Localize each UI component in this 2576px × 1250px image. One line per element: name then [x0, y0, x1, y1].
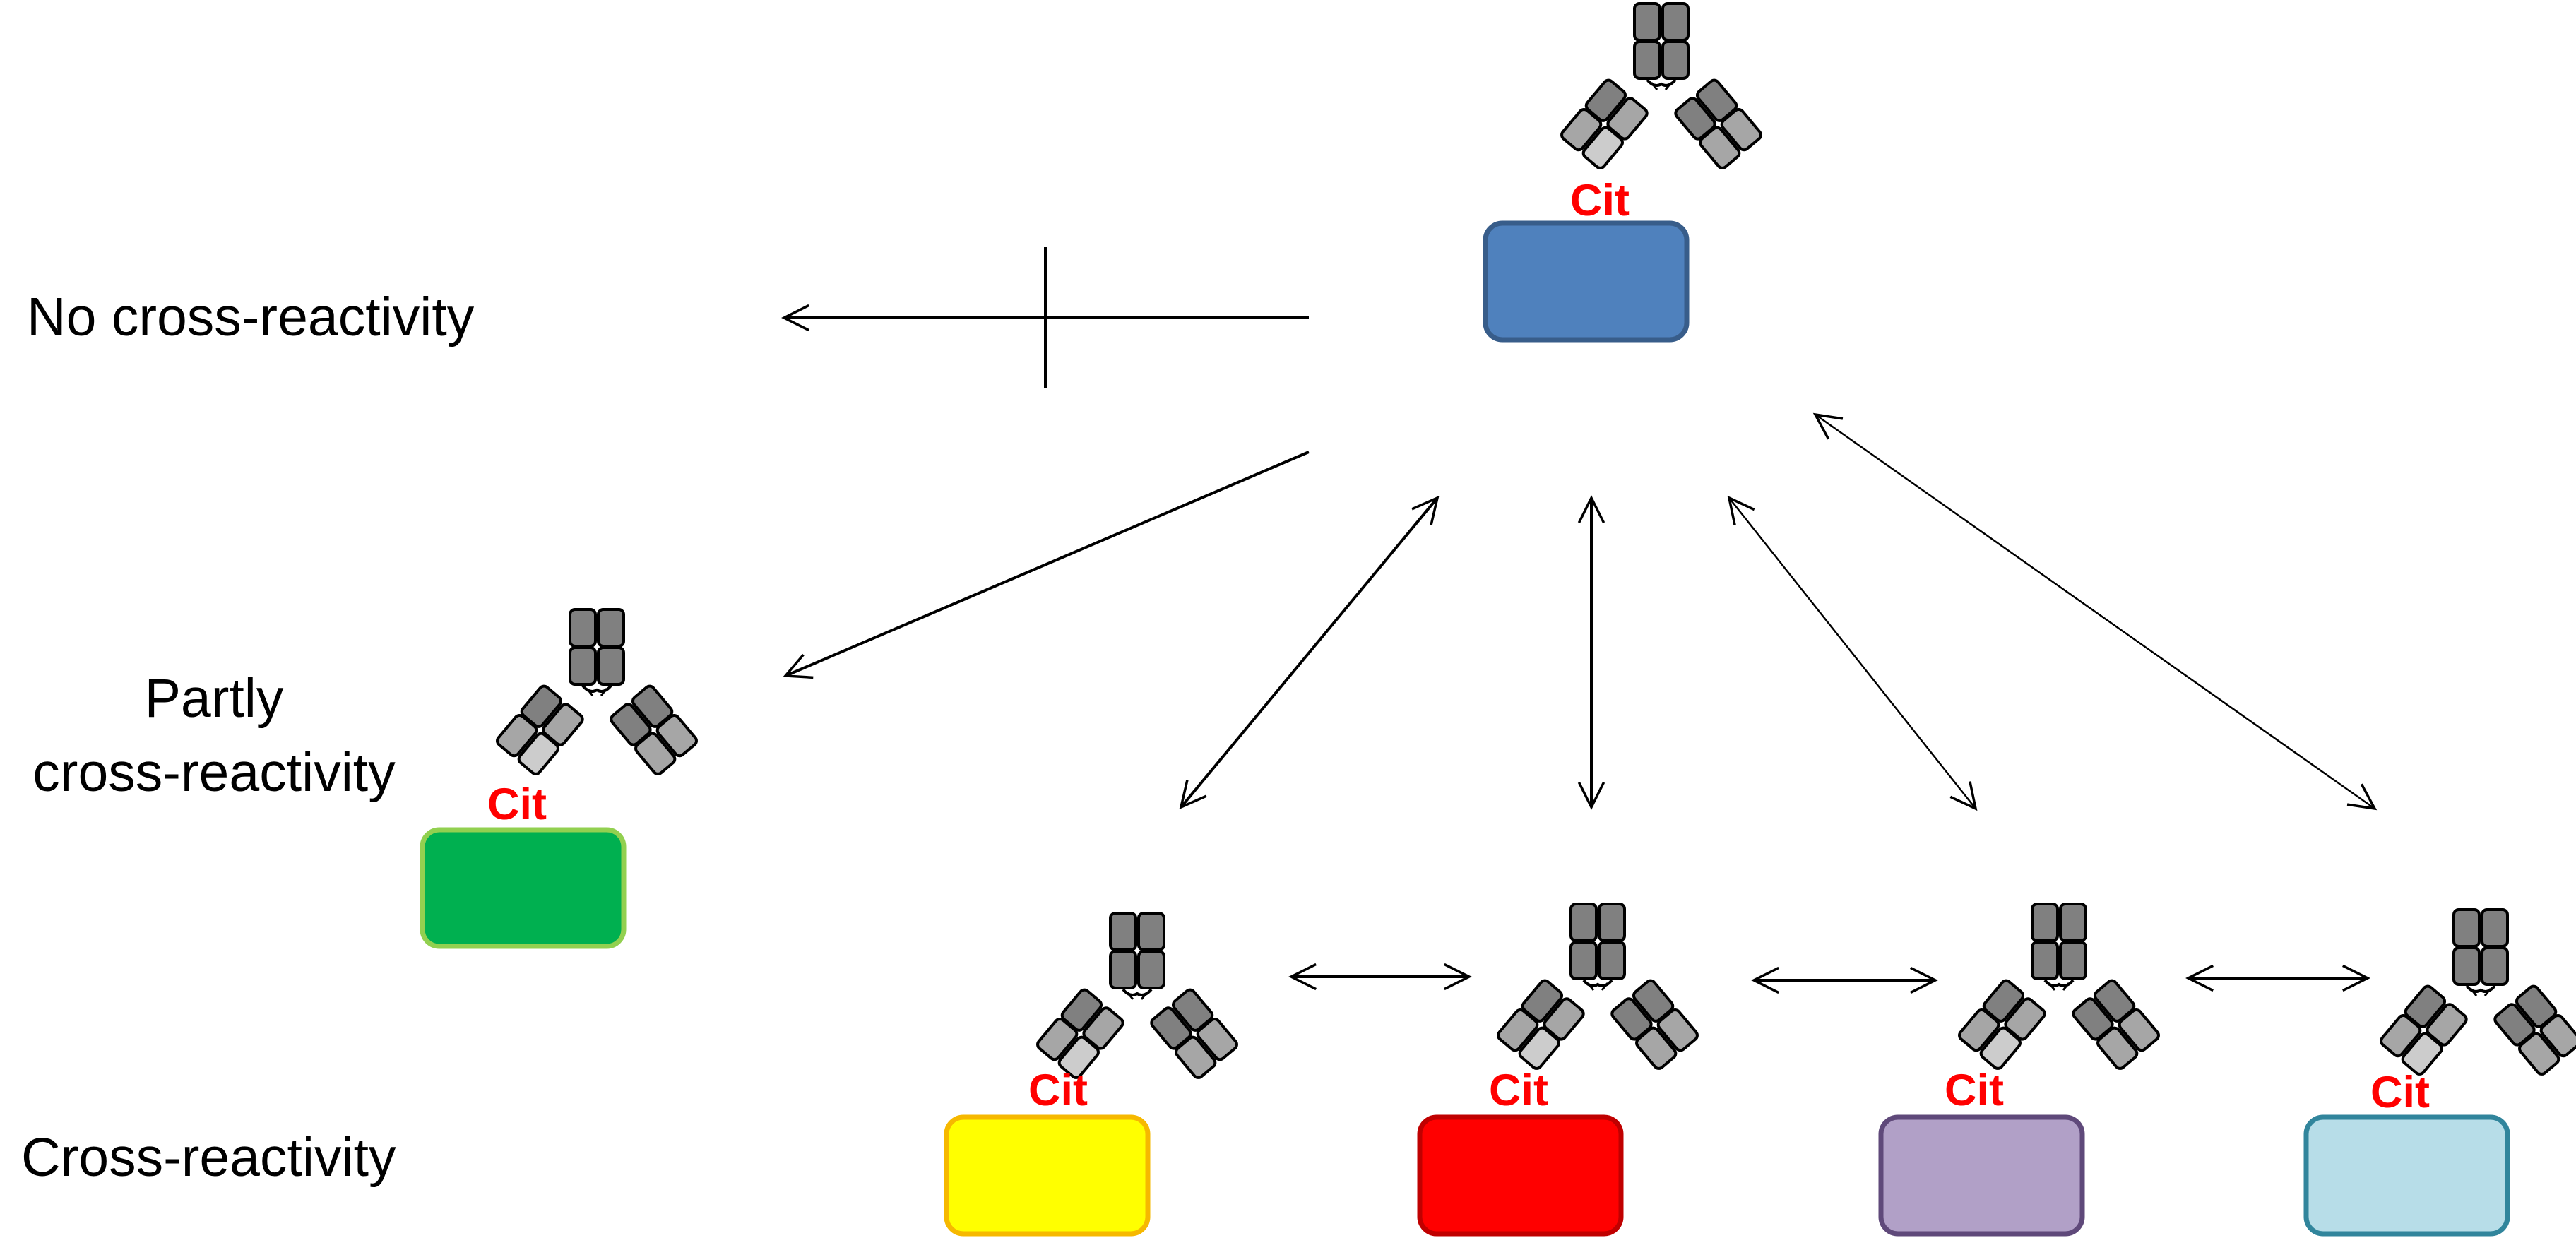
antigen-yellow-outline	[944, 1114, 1151, 1237]
antigen-blue-outline	[1483, 220, 1690, 343]
cit-label: Cit	[1945, 1066, 2004, 1115]
arrow-to-yellow	[1179, 495, 1440, 810]
cit-label: Cit	[1028, 1066, 1088, 1115]
antigen-group-green: Cit	[420, 608, 700, 949]
arrow-partly	[783, 451, 1310, 679]
antibody-icon	[1558, 2, 1764, 172]
antibody-icon	[1495, 903, 1701, 1072]
antigen-group-blue: Cit	[1483, 2, 1764, 343]
antibody-icon	[2378, 908, 2576, 1078]
antibody-icon	[1034, 912, 1240, 1081]
label-partly-line2: cross-reactivity	[32, 742, 396, 803]
arrow-to-lightblue	[1812, 412, 2378, 811]
antigen-group-purple: Cit	[1878, 903, 2162, 1237]
antigen-group-yellow: Cit	[944, 912, 1240, 1237]
cit-label: Cit	[1489, 1066, 1548, 1115]
label-no-cross-reactivity: No cross-reactivity	[27, 287, 475, 347]
cit-label: Cit	[487, 780, 547, 829]
cit-label: Cit	[1570, 176, 1630, 225]
arrow-to-purple	[1727, 495, 1978, 811]
arrows	[781, 247, 2378, 994]
antigen-group-red: Cit	[1417, 903, 1701, 1237]
label-partly-line1: Partly	[145, 668, 284, 729]
antigen-red	[1420, 1117, 1621, 1234]
antigen-group-lightblue: Cit	[2303, 908, 2576, 1237]
antigen-lightblue	[2306, 1117, 2507, 1234]
antibody-icon	[1956, 903, 2162, 1072]
antigen-purple-outline	[1878, 1114, 2085, 1237]
antibody-icon	[494, 608, 700, 778]
antigen-yellow	[946, 1117, 1148, 1234]
antigen-red-outline	[1417, 1114, 1624, 1237]
label-cross-reactivity: Cross-reactivity	[21, 1127, 396, 1188]
antigen-purple	[1881, 1117, 2082, 1234]
antigen-blue	[1485, 223, 1687, 340]
antigen-green	[422, 830, 624, 946]
cit-label: Cit	[2370, 1068, 2430, 1117]
antigen-green-outline	[420, 827, 627, 949]
antigen-lightblue-outline	[2303, 1114, 2510, 1237]
